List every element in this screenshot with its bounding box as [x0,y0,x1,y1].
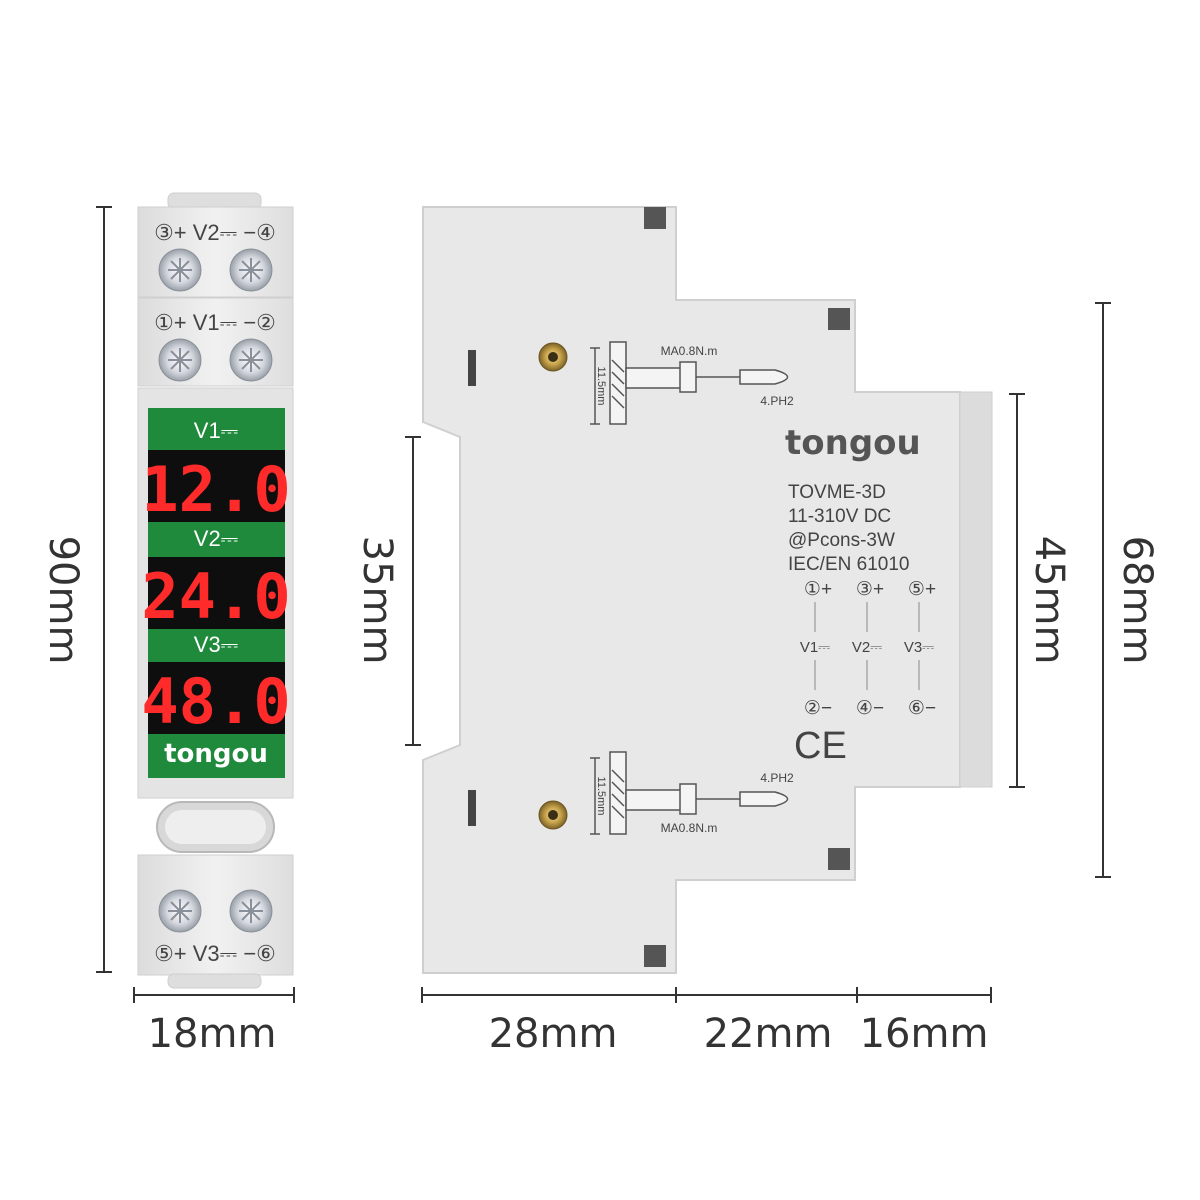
front-cover-edge [959,391,993,788]
screw-icon [229,338,273,382]
terminal-label-v2: ③+ V2⎓ −④ [154,220,276,245]
display-label-v1: V1⎓ [194,418,238,443]
dimension-label-16mm: 16mm [860,1011,989,1057]
strip-length-label-top: 11.5mm [595,367,607,406]
side-view: MA0.8N.m 4.PH2 11.5mm 4.PH2 MA0.8N.m 11.… [354,206,1160,1057]
wire-screwdriver-illustration-bottom [590,751,789,835]
front-brand-logo: tongou [164,739,268,769]
screw-icon [158,338,202,382]
dimension-label-90mm: 90mm [40,536,86,665]
side-slot [644,207,666,229]
dimension-label-18mm: 18mm [148,1011,277,1057]
wiring-v3: V3⎓ [904,639,934,656]
side-slot [828,308,850,330]
display-value-v1: 12.0 [141,453,290,526]
brass-insert-hole [548,810,558,820]
display-label-v2: V2⎓ [194,526,238,551]
display-window-v1 [148,450,285,522]
display-value-v3: 48.0 [141,665,290,738]
din-clip-slot-inner [165,810,266,844]
standard-label: IEC/EN 61010 [788,554,909,575]
dimension-label-45mm: 45mm [1026,536,1072,665]
terminal-plus-3: ③+ [856,579,884,600]
wiring-v1: V1⎓ [800,639,830,656]
screwdriver-label-top: 4.PH2 [760,394,794,408]
terminal-minus-4: ④− [856,698,884,719]
model-label: TOVME-3D [788,482,886,503]
torque-label-bottom: MA0.8N.m [661,821,718,835]
display-label-v3: V3⎓ [194,632,238,657]
torque-label-top: MA0.8N.m [661,344,718,358]
terminal-minus-2: ②− [804,698,832,719]
side-notch [468,790,476,826]
dimension-label-22mm: 22mm [704,1011,833,1057]
screwdriver-label-bottom: 4.PH2 [760,771,794,785]
terminal-plus-5: ⑤+ [908,579,936,600]
wire-screwdriver-illustration-top [590,341,789,425]
terminal-plus-1: ①+ [804,579,832,600]
voltage-range-label: 11-310V DC [788,506,891,527]
power-label: @Pcons-3W [788,530,895,551]
brass-insert-hole [548,352,558,362]
front-view: ③+ V2⎓ −④ ①+ V1⎓ −② V1⎓ 12.0 V2⎓ [40,192,295,1057]
dimension-label-28mm: 28mm [489,1011,618,1057]
display-window-v3 [148,662,285,734]
display-value-v2: 24.0 [141,560,290,633]
screw-icon [158,889,202,933]
ce-mark-icon: CE [794,725,847,767]
front-bottom-clip [167,973,262,989]
side-housing [422,206,961,974]
wiring-v2: V2⎓ [852,639,882,656]
terminal-minus-6: ⑥− [908,698,936,719]
side-brand-logo: tongou [785,423,921,463]
terminal-label-v1: ①+ V1⎓ −② [154,310,276,335]
screw-icon [229,889,273,933]
strip-length-label-bottom: 11.5mm [595,777,607,816]
screw-icon [229,248,273,292]
side-notch [468,350,476,386]
side-slot [828,848,850,870]
display-window-v2 [148,557,285,629]
dimension-label-68mm: 68mm [1114,536,1160,665]
screw-icon [158,248,202,292]
side-slot [644,945,666,967]
dimension-label-35mm: 35mm [354,536,400,665]
terminal-label-v3: ⑤+ V3⎓ −⑥ [154,941,276,966]
